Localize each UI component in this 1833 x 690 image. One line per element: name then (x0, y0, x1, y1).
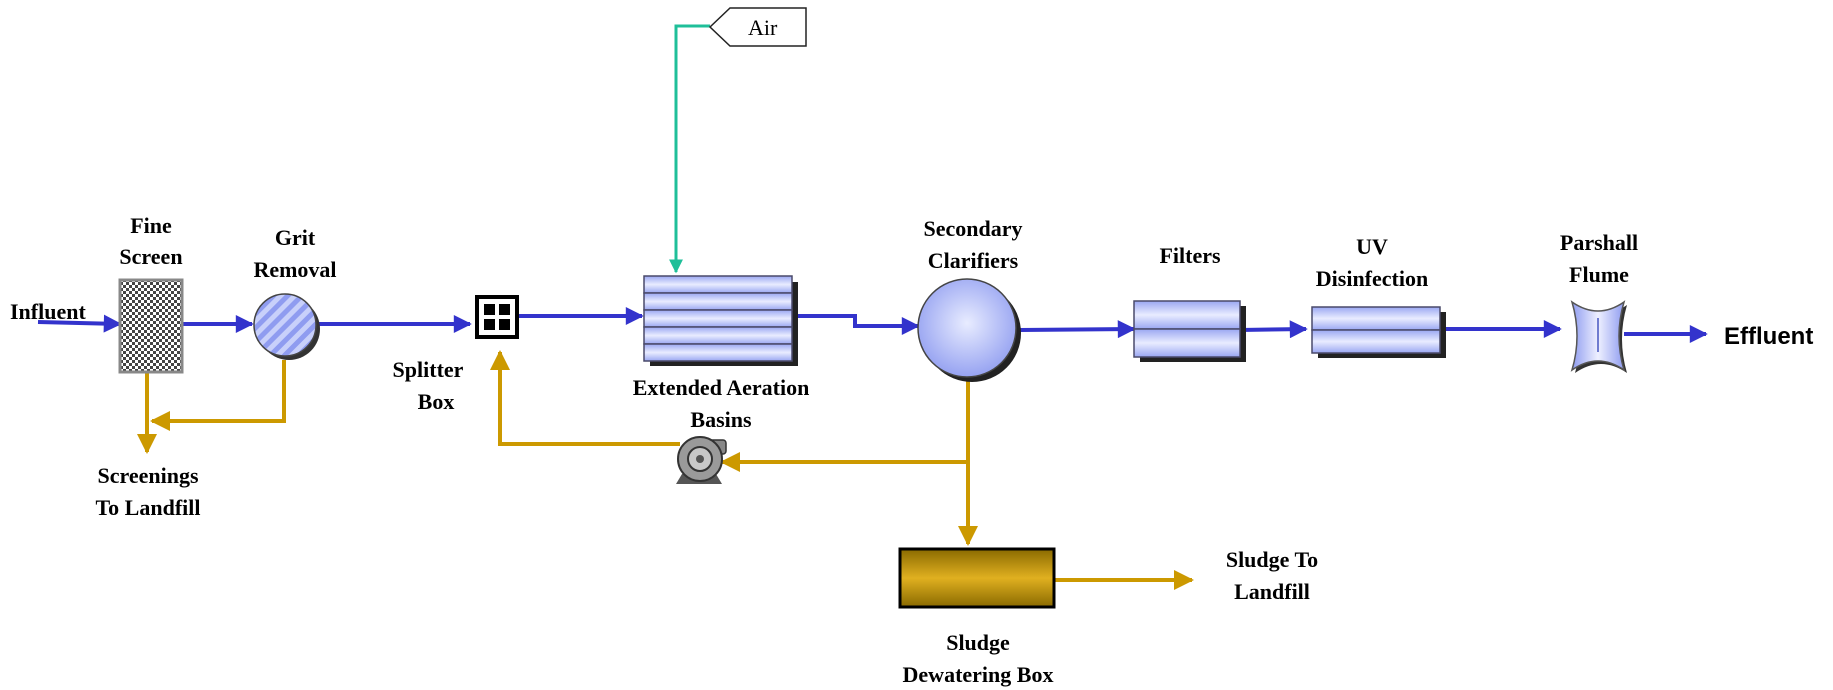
secondary-clarifier (917, 278, 1021, 382)
grit-removal-label-2: Removal (253, 257, 336, 282)
secondary-clarifiers-label-1: Secondary (924, 216, 1023, 241)
uv-label-2: Disinfection (1316, 266, 1428, 291)
air-line (669, 24, 710, 274)
sludge-dewatering-label-2: Dewatering Box (903, 662, 1054, 687)
screenings-label-2: To Landfill (96, 495, 201, 520)
grit-removal (253, 293, 320, 360)
fine-screen-label-1: Fine (130, 213, 172, 238)
secondary-clarifiers-label-2: Clarifiers (928, 248, 1019, 273)
uv-label-1: UV (1356, 234, 1388, 259)
effluent-label: Effluent (1724, 323, 1813, 350)
air-tag: Air (708, 7, 807, 47)
parshall-label-2: Flume (1569, 262, 1629, 287)
fine-screen-label-2: Screen (119, 244, 182, 269)
screenings-label-1: Screenings (97, 463, 198, 488)
fine-screen (118, 278, 184, 374)
aeration-basins (643, 275, 798, 366)
grit-to-screenings-arrow (150, 360, 286, 431)
filters-label: Filters (1159, 243, 1221, 268)
splitter-box-label-2: Box (418, 389, 455, 414)
ras-return-arrow (490, 350, 680, 446)
parshall-label-1: Parshall (1560, 230, 1638, 255)
splitter-box-icon (475, 295, 519, 339)
pump-icon (676, 436, 727, 484)
splitter-box-label-1: Splitter (393, 357, 464, 382)
sludge-dewatering-label-1: Sludge (946, 630, 1010, 655)
sludge-landfill-label-1: Sludge To (1226, 547, 1318, 572)
aeration-label-2: Basins (690, 407, 752, 432)
influent-arrow (37, 314, 122, 333)
parshall-flume (1570, 300, 1627, 373)
liquid-flow-lines (37, 307, 1708, 343)
clarifier-to-filters-arrow (1019, 320, 1136, 339)
sludge-flow-lines (137, 350, 1194, 590)
uv-disinfection-unit (1311, 306, 1446, 358)
filters-to-uv-arrow (1239, 320, 1308, 339)
aeration-to-clarifier-arrow (792, 314, 920, 335)
filters-unit (1133, 300, 1246, 362)
influent-label: Influent (10, 299, 86, 324)
sludge-dewatering-box (898, 547, 1056, 609)
grit-removal-label-1: Grit (275, 225, 316, 250)
aeration-label-1: Extended Aeration (633, 375, 810, 400)
air-label: Air (748, 15, 778, 40)
sludge-landfill-label-2: Landfill (1234, 579, 1310, 604)
